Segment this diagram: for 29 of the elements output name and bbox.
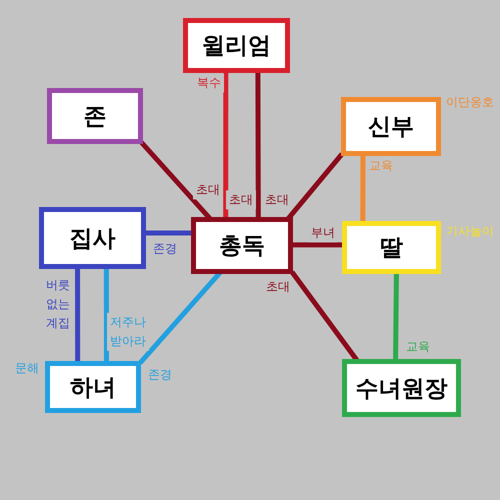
trait-note: 문해 [15, 360, 39, 377]
character-name: 총독 [219, 232, 265, 261]
connector-line [144, 230, 193, 236]
connector-line [360, 154, 366, 223]
edge-label: 저주나 받아라 [107, 312, 149, 352]
connector-line [223, 71, 228, 219]
name-box [191, 217, 293, 274]
character-name: 수녀원장 [356, 374, 448, 404]
character-name: 신부 [368, 113, 414, 142]
connector-line [291, 242, 344, 248]
trait-note: 이단옹호 [446, 94, 494, 111]
character-name: 존 [84, 102, 106, 132]
character-name: 윌리엄 [202, 32, 271, 61]
name-box [45, 361, 141, 413]
connector-line [255, 71, 261, 219]
name-box [39, 207, 146, 269]
connector-line [393, 272, 399, 362]
character-name: 하녀 [70, 374, 116, 402]
trait-note: 기사놀이 [446, 223, 494, 240]
connector-line [104, 267, 109, 363]
name-box [341, 97, 441, 156]
name-box [342, 359, 461, 417]
connector-line [75, 267, 80, 363]
character-name: 딸 [380, 234, 403, 263]
name-box [183, 18, 290, 73]
name-box [342, 221, 441, 274]
edge-label: 초대 [226, 190, 256, 210]
character-name: 집사 [70, 224, 116, 254]
name-box [47, 88, 143, 144]
